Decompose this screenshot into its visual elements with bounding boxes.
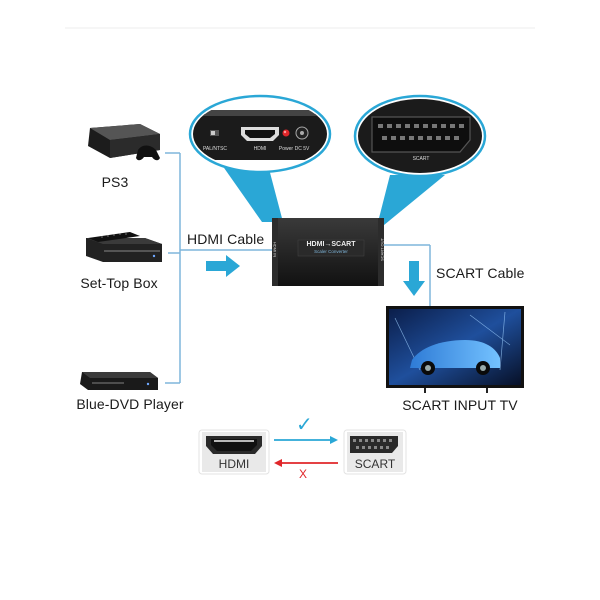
scart-cable-line <box>382 244 431 310</box>
hdmi-connector-icon <box>198 429 270 475</box>
scart-cable-label: SCART Cable <box>436 265 525 281</box>
dc-5v-label: DC 5V <box>294 146 310 152</box>
ps3-console <box>88 124 160 161</box>
blu-ray-player <box>80 372 158 390</box>
scart-port-zoom <box>353 94 487 178</box>
power-label: Power <box>278 146 294 152</box>
left-zoom-beam <box>222 165 283 222</box>
converter-hdmi-in-label: HDMI IN <box>272 241 278 258</box>
power-led <box>282 129 290 137</box>
hdmi-port-label: HDMI <box>253 146 267 152</box>
car-image <box>410 340 500 368</box>
supported-direction-arrow <box>274 436 338 444</box>
scart-socket <box>371 116 471 153</box>
hdmi-scart-converter <box>272 218 384 286</box>
converter-scart-out-label: SCART OUT <box>379 238 385 261</box>
supported-check-icon: ✓ <box>296 412 313 436</box>
set-top-box <box>86 232 162 262</box>
hdmi-direction-arrow <box>206 255 240 277</box>
scart-tv <box>386 306 524 393</box>
right-zoom-beam <box>378 175 445 230</box>
source-bracket-line <box>165 152 272 384</box>
scart-input-tv-label: SCART INPUT TV <box>402 397 518 413</box>
hdmi-cable-label: HDMI Cable <box>187 231 265 247</box>
set-top-box-label: Set-Top Box <box>80 275 158 291</box>
unsupported-direction-arrow <box>274 459 338 467</box>
scart-direction-arrow <box>403 261 425 296</box>
scart-connector-icon <box>343 429 407 475</box>
ps3-label: PS3 <box>101 174 129 190</box>
blue-dvd-player-label: Blue-DVD Player <box>76 396 184 412</box>
scart-connector-label: SCART <box>354 457 396 471</box>
scart-port-label: SCART <box>412 156 430 162</box>
pal-ntsc-label: PAL/NTSC <box>202 146 228 152</box>
unsupported-x-icon: X <box>299 467 308 481</box>
converter-subtitle: Scaler Converter <box>314 249 348 254</box>
hdmi-connector-label: HDMI <box>218 457 250 471</box>
converter-title: HDMI→SCART <box>306 241 356 248</box>
hdmi-port-zoom <box>188 94 332 174</box>
